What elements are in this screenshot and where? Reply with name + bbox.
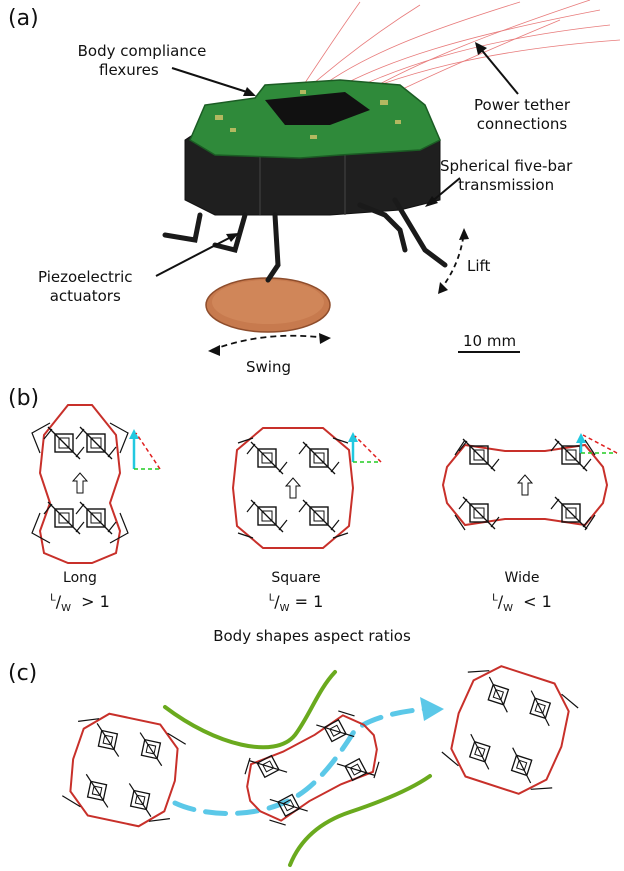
robot-wide [441,433,618,531]
lift-label: Lift [467,257,491,275]
shape-label-long: Long [63,570,97,586]
callout-five-bar: Spherical five-bar transmission [440,157,573,194]
swing-label: Swing [246,358,291,376]
swing-arrow [211,334,328,351]
shape-label-square: Square [271,570,321,586]
ratio-wide: L/W < 1 [492,592,552,615]
panel-b-label: (b) [8,386,40,411]
callout-power-tether: Power tether connections [474,96,571,133]
traverse-path [172,706,431,816]
ratio-long: L/W > 1 [50,592,110,615]
ratio-square: L/W = 1 [268,592,324,615]
wall-bottom [288,774,432,867]
scale-bar-label: 10 mm [463,332,517,350]
robot-start [61,712,187,828]
robot-square [231,427,382,549]
callout-piezo: Piezoelectric actuators [38,268,133,305]
panel-b-caption: Body shapes aspect ratios [213,627,411,645]
robot-long [31,404,161,564]
panel-a-label: (a) [8,6,39,31]
robot-end [441,665,579,795]
wall-top [163,670,337,750]
robot-legs [162,197,448,283]
robot-middle [244,710,380,826]
shape-label-wide: Wide [504,570,540,586]
panel-c-label: (c) [8,661,38,686]
callout-body-compliance: Body compliance flexures [77,42,207,79]
